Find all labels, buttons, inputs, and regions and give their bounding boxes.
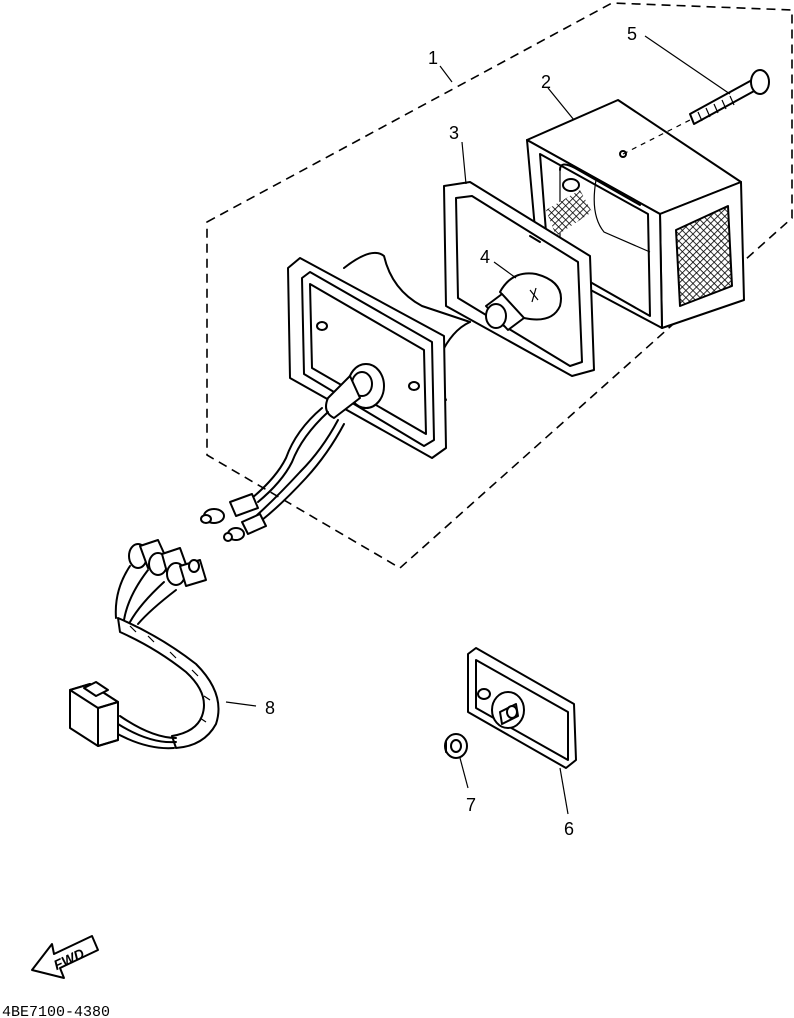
callout-2: 2 xyxy=(541,72,551,92)
assembly-boundary xyxy=(206,2,793,569)
callout-7: 7 xyxy=(466,795,476,815)
callout-8: 8 xyxy=(265,698,275,718)
diagram-code: 4BE7100-4380 xyxy=(2,1004,110,1018)
callout-6: 6 xyxy=(564,819,574,839)
fwd-arrow: FWD xyxy=(31,935,99,979)
nut xyxy=(444,733,468,759)
wire-harness xyxy=(69,539,220,750)
socket-wires xyxy=(200,407,345,542)
bullet-connectors xyxy=(128,539,207,587)
callout-5: 5 xyxy=(627,24,637,44)
bulb xyxy=(485,272,562,331)
screw xyxy=(622,69,770,155)
leader-lines xyxy=(225,35,731,815)
callout-3: 3 xyxy=(449,123,459,143)
taillight-base xyxy=(287,252,471,459)
license-plate-light xyxy=(467,647,577,769)
lens-housing xyxy=(526,99,745,329)
callout-4: 4 xyxy=(480,247,490,267)
fwd-label: FWD xyxy=(51,945,87,973)
callout-1: 1 xyxy=(428,48,438,68)
